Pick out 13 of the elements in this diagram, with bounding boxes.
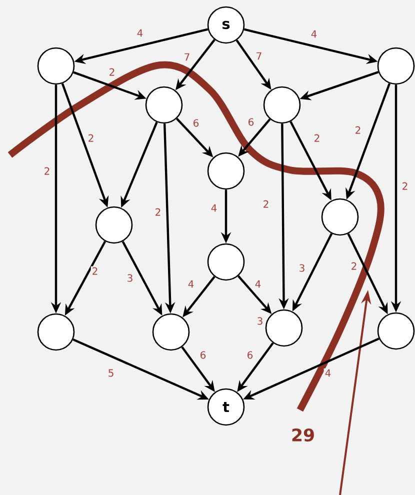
vertex-circle xyxy=(145,86,183,124)
vertex-circle xyxy=(321,198,359,236)
vertex-circle xyxy=(37,47,75,85)
vertex-circle xyxy=(265,309,303,347)
vertex-circle xyxy=(207,243,245,281)
cut-value: 29 xyxy=(292,428,314,442)
vertex-circle xyxy=(95,206,133,244)
vertex-circle xyxy=(152,313,190,351)
vertex-circle xyxy=(377,312,415,350)
vertex-circle xyxy=(263,86,301,124)
vertex-circle xyxy=(207,152,245,190)
vertex-circle xyxy=(37,313,75,351)
vertex-circle xyxy=(377,47,415,85)
